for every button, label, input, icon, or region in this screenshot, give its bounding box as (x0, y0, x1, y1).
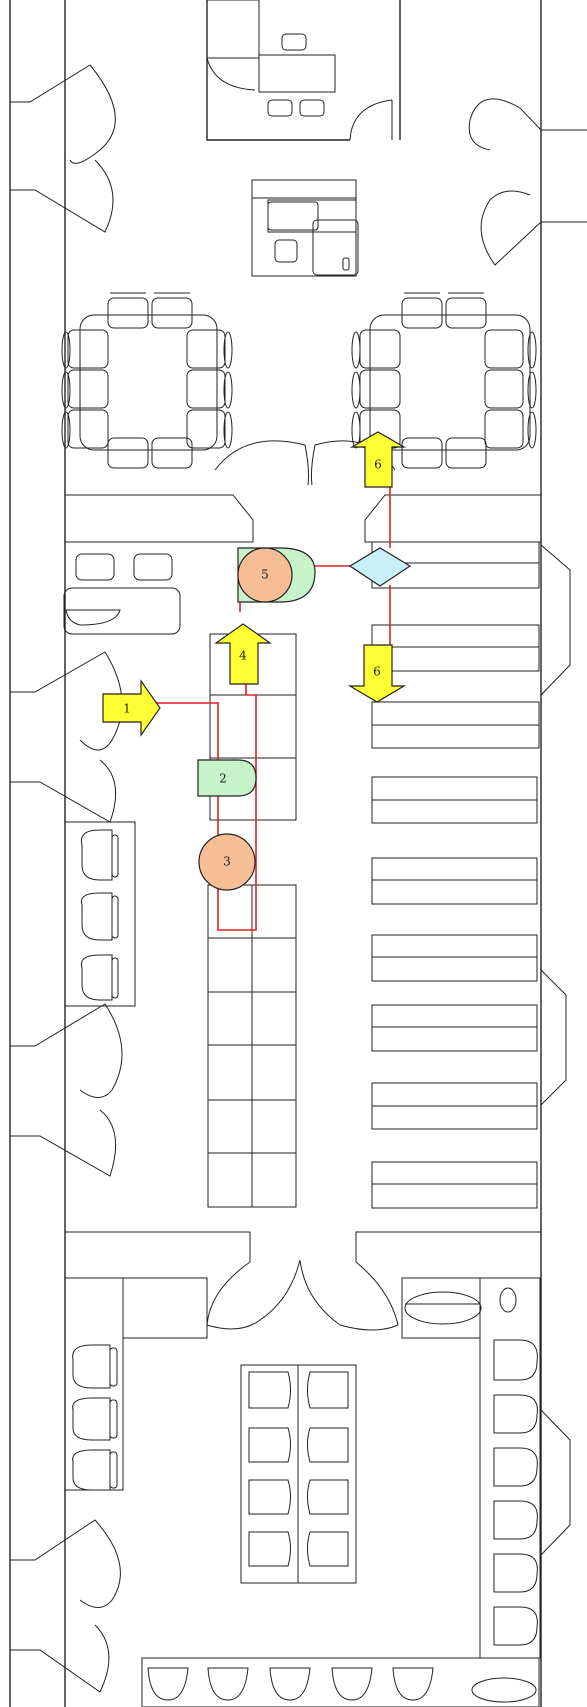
decision-diamond (348, 547, 412, 587)
step-3-label: 3 (223, 855, 231, 869)
step-6-up-arrow: 6 (349, 431, 407, 488)
lower-center-bench (240, 1364, 357, 1584)
stations-center (207, 633, 297, 1208)
lower-right-counter (401, 1277, 541, 1659)
lower-left-counter (64, 1277, 208, 1491)
reception-desk (251, 179, 359, 277)
right-doors (468, 98, 587, 1556)
step-3-circle: 3 (198, 833, 256, 891)
beds-right (371, 541, 540, 1209)
step-2-label: 2 (219, 772, 227, 786)
step-5-label: 5 (261, 568, 269, 582)
step-1-label: 1 (123, 702, 131, 716)
top-office (206, 0, 401, 141)
left-doors (10, 64, 123, 1693)
lounge-right (351, 292, 537, 469)
step-5: 5 (237, 547, 316, 603)
step-1-arrow: 1 (102, 679, 161, 737)
bottom-bench (141, 1657, 540, 1707)
flow-path (155, 654, 257, 931)
side-table-left (63, 553, 181, 635)
step-4-arrow: 4 (214, 623, 272, 685)
lounge-left (61, 292, 233, 469)
step-6-down-label: 6 (373, 665, 381, 679)
partition-upper (65, 440, 541, 543)
step-2-delay: 2 (197, 759, 257, 797)
step-6-up-label: 6 (374, 458, 382, 472)
step-6-down-arrow: 6 (347, 644, 407, 703)
partition-lower (65, 1231, 541, 1331)
step-4-label: 4 (239, 649, 247, 663)
bench-left (64, 821, 136, 1007)
